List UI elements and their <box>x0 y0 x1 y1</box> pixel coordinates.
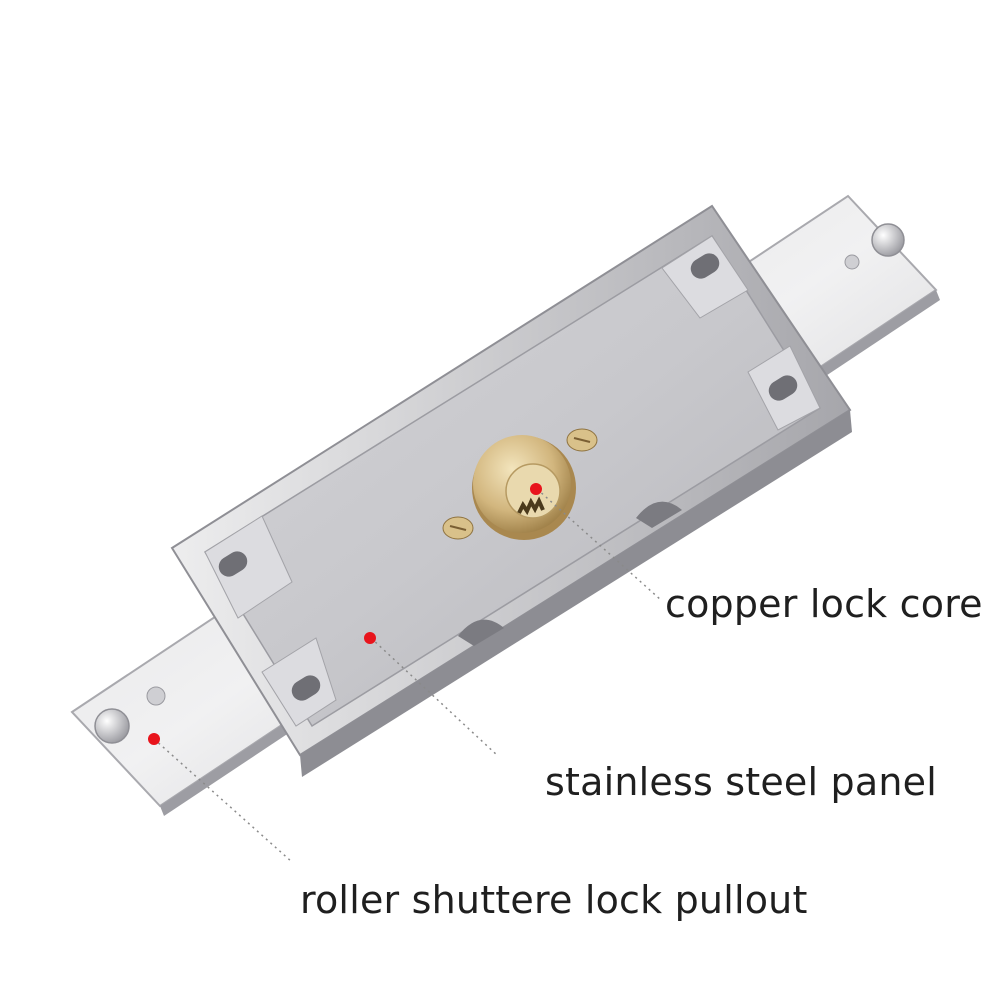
label-copper-lock-core: copper lock core <box>665 582 983 626</box>
label-lock-pullout: roller shuttere lock pullout <box>300 878 808 922</box>
marker-dot-pullout <box>148 733 160 745</box>
mount-hole <box>768 375 798 401</box>
mount-hole <box>218 551 248 577</box>
pullout-pin <box>844 223 905 270</box>
mount-hole <box>291 675 321 701</box>
mount-hole <box>690 253 720 279</box>
marker-dot-core <box>530 483 542 495</box>
label-stainless-steel-panel: stainless steel panel <box>545 760 937 804</box>
callout-leaders <box>153 488 662 863</box>
marker-dot-panel <box>364 632 376 644</box>
callout-markers <box>148 483 542 745</box>
pullout-pin <box>94 686 166 744</box>
